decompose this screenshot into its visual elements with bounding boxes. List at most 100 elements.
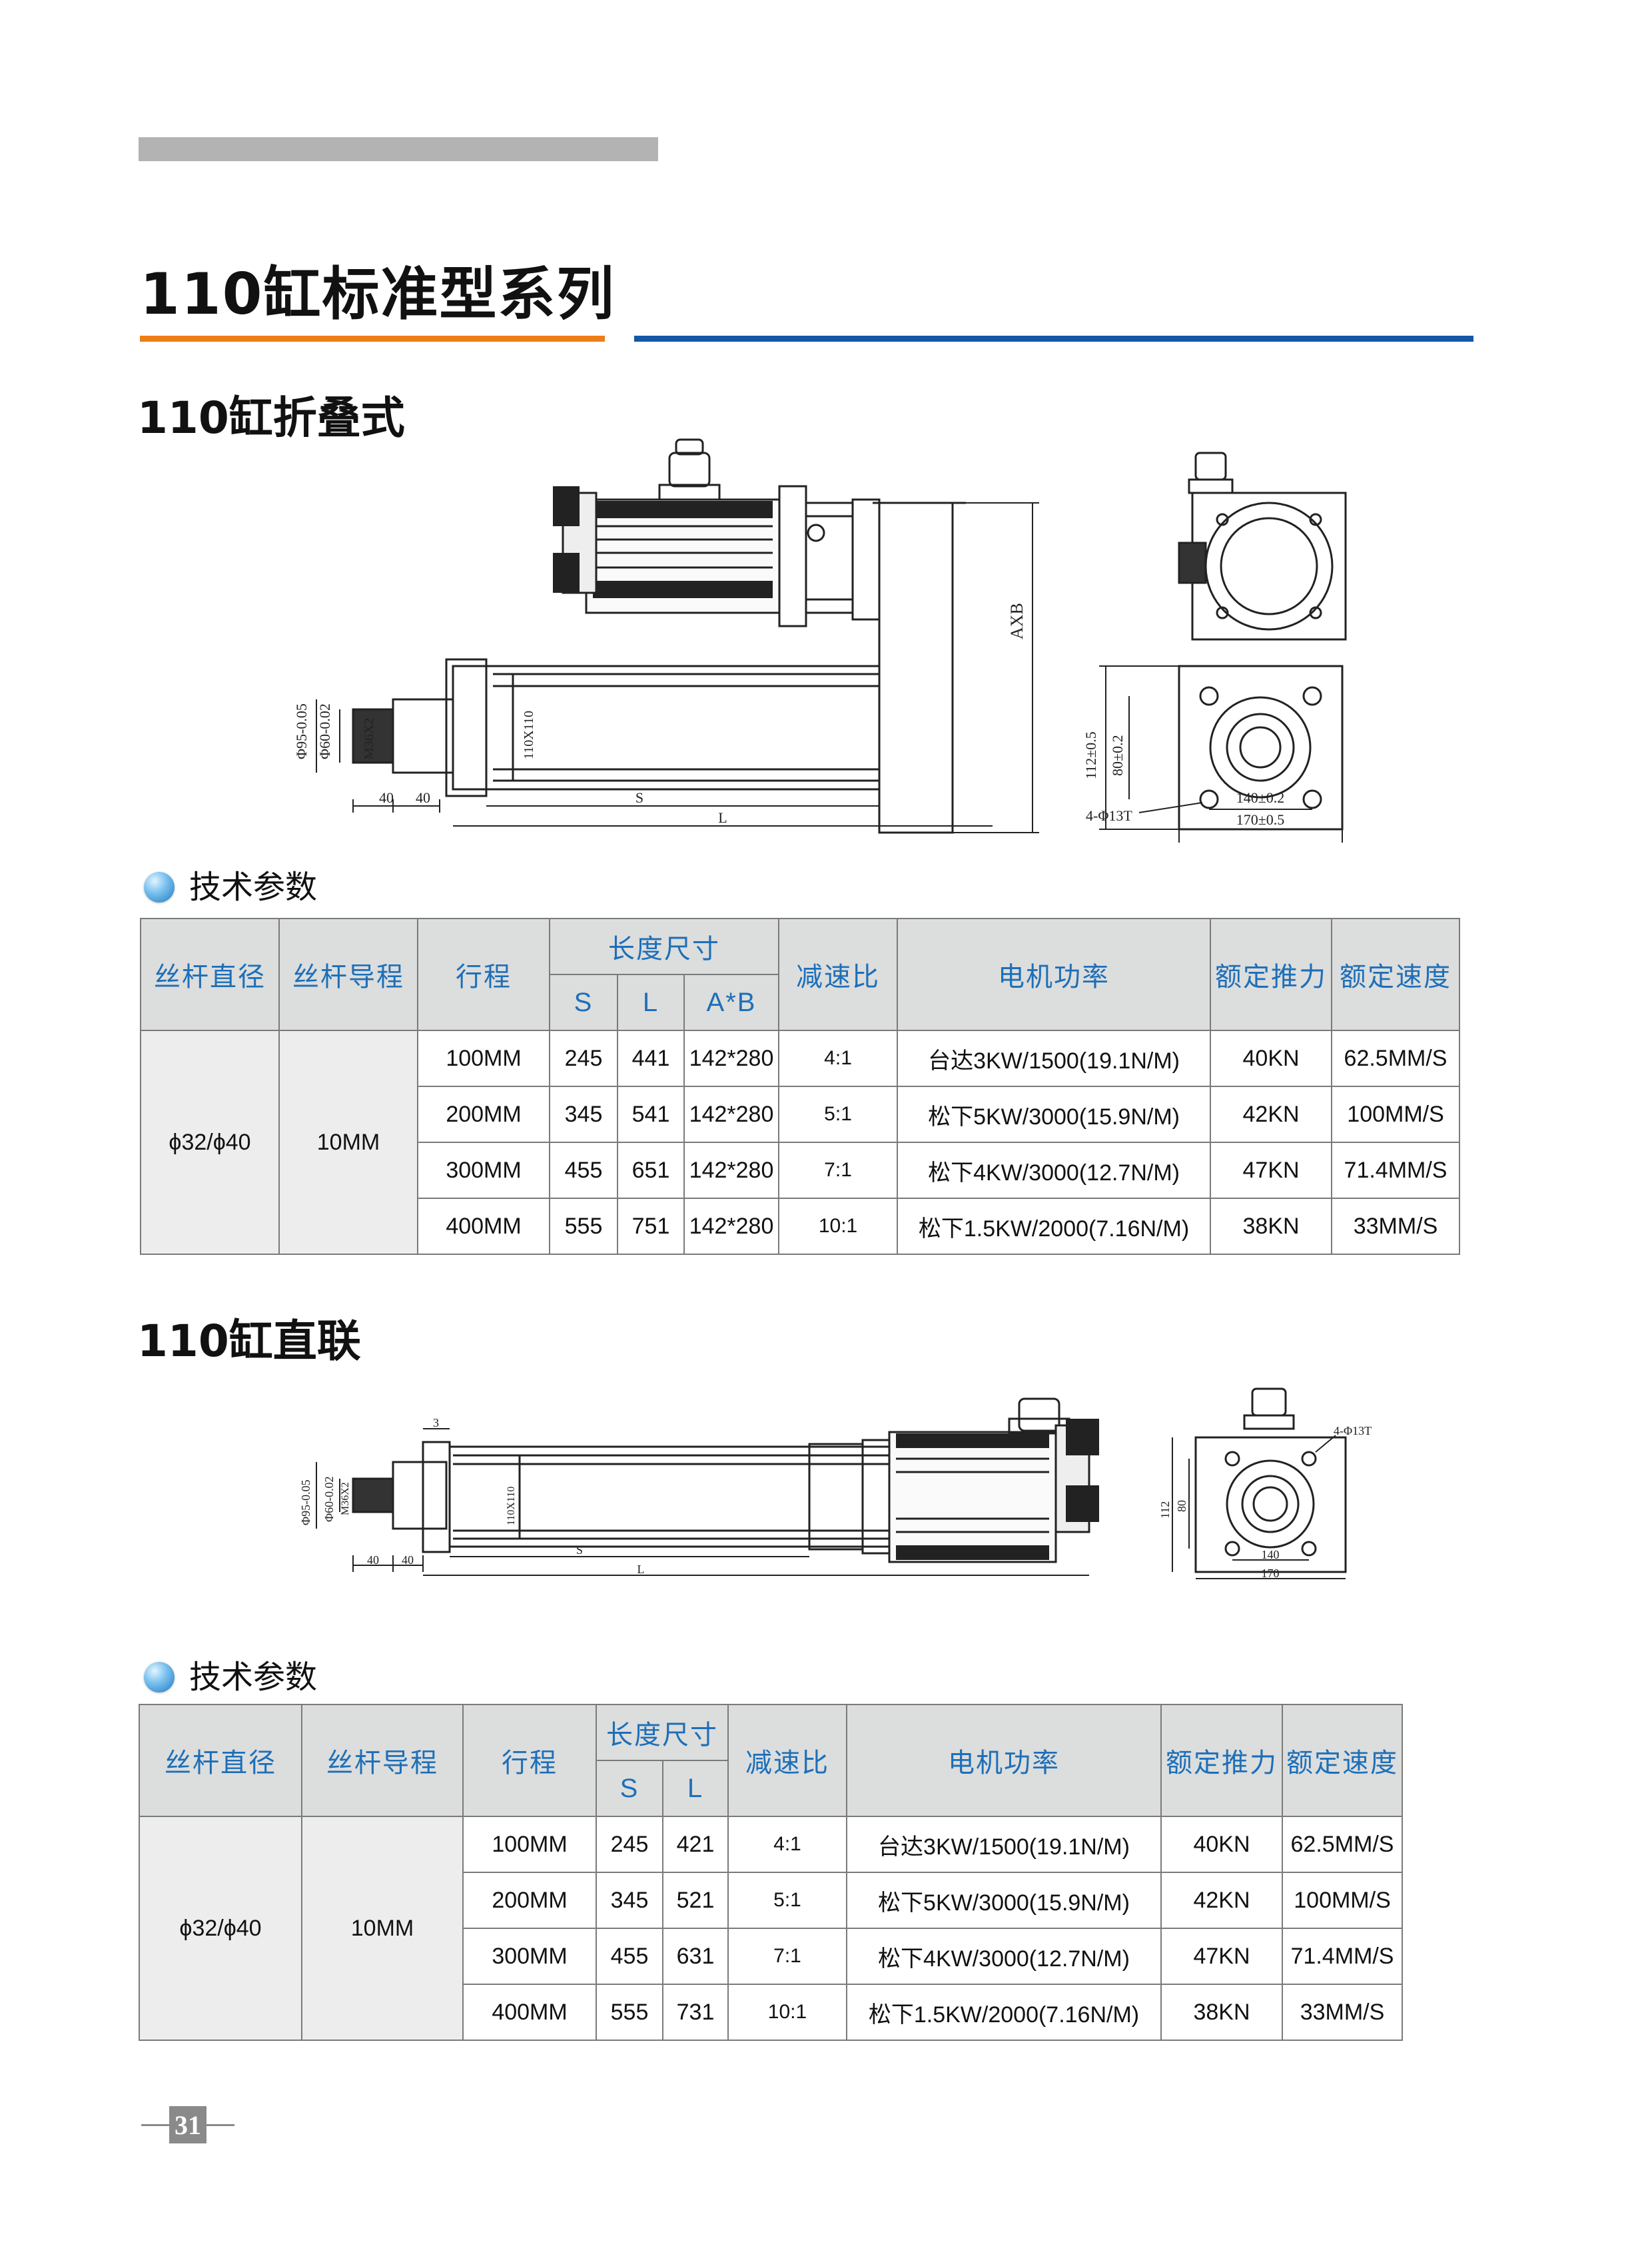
cell-screw-dia: ϕ32/ϕ40 [139,1816,302,2041]
params-heading-1: 技术参数 [144,867,317,907]
header-l: L [662,1760,729,1817]
cell-ratio: 5:1 [727,1872,847,1929]
cell-speed: 71.4MM/S [1331,1142,1461,1199]
dim-axb-label: AXB [1007,603,1027,639]
dim-170-label: 170±0.5 [1236,811,1285,828]
cell-stroke: 300MM [462,1928,597,1985]
dim-dia60-label-2: Φ60-0.02 [322,1476,336,1522]
header-length: 长度尺寸 [596,1704,729,1761]
cell-s: 245 [596,1816,663,1873]
page-title: 110缸标准型系列 [140,261,616,328]
dim-80-label-2: 80 [1175,1500,1188,1512]
header-length: 长度尺寸 [548,918,780,975]
header-s: S [549,974,618,1031]
table-row: 200MM 345 521 5:1 松下5KW/3000(15.9N/M) 42… [139,1872,1403,1929]
dim-dia95-label-2: Φ95-0.05 [299,1479,312,1525]
header-s: S [596,1760,663,1817]
cell-motor: 台达3KW/1500(19.1N/M) [846,1816,1162,1873]
cell-stroke: 400MM [462,1984,597,2041]
cell-thrust: 47KN [1160,1928,1283,1985]
dim-3-label: 3 [433,1416,439,1429]
cell-ratio: 10:1 [778,1198,899,1255]
cell-speed: 100MM/S [1331,1086,1461,1143]
header-screw-lead: 丝杆导程 [278,918,418,1031]
dim-m36-label: M36X2 [362,718,376,759]
cell-speed: 71.4MM/S [1282,1928,1403,1985]
header-axb: A*B [683,974,780,1031]
cell-stroke: 200MM [462,1872,597,1929]
cell-thrust: 38KN [1160,1984,1283,2041]
bullet-icon [144,1662,175,1692]
cell-ratio: 7:1 [727,1928,847,1985]
spec-table-folding: 丝杆直径 丝杆导程 行程 长度尺寸 减速比 电机功率 额定推力 额定速度 S L… [140,918,1461,1255]
header-ratio: 减速比 [727,1704,847,1817]
folding-actuator-end-drawing: 112±0.5 80±0.2 140±0.2 170±0.5 4-Φ13T [1082,452,1347,843]
page-number: 31 [169,2106,206,2143]
cell-stroke: 100MM [462,1816,597,1873]
cell-thrust: 47KN [1210,1142,1333,1199]
cell-ratio: 4:1 [727,1816,847,1873]
dim-s-label: S [635,789,643,806]
cell-screw-lead: 10MM [301,1816,464,2041]
cell-stroke: 200MM [417,1086,550,1143]
table-row: 200MM 345 541 142*280 5:1 松下5KW/3000(15.… [141,1086,1461,1143]
header-stroke: 行程 [462,1704,597,1817]
cell-s: 455 [596,1928,663,1985]
dim-140-label-2: 140 [1262,1548,1280,1561]
header-speed: 额定速度 [1282,1704,1403,1817]
cell-stroke: 400MM [417,1198,550,1255]
cell-screw-lead: 10MM [278,1030,418,1255]
header-stroke: 行程 [417,918,550,1031]
cell-l: 441 [617,1030,685,1087]
section-title-folding: 110缸折叠式 [137,392,405,444]
cell-motor: 松下1.5KW/2000(7.16N/M) [846,1984,1162,2041]
bullet-icon [144,872,175,903]
direct-actuator-side-drawing: 3 Φ95-0.05 Φ60-0.02 M36X2 110X110 40 40 … [299,1397,1099,1576]
dim-tube-label-2: 110X110 [506,1487,517,1525]
dim-tube-label: 110X110 [522,711,536,759]
cell-thrust: 42KN [1210,1086,1333,1143]
dim-40b-label: 40 [416,789,430,806]
cell-stroke: 300MM [417,1142,550,1199]
dim-dia95-label: Φ95-0.05 [293,703,310,759]
cell-speed: 62.5MM/S [1331,1030,1461,1087]
dim-holes-label-2: 4-Φ13T [1334,1424,1372,1437]
header-gray-bar [139,137,658,161]
dim-112-label-2: 112 [1158,1501,1172,1519]
page-number-rule-right [206,2124,234,2126]
table-row: 300MM 455 631 7:1 松下4KW/3000(12.7N/M) 47… [139,1928,1403,1985]
cell-s: 555 [549,1198,618,1255]
dim-l-label-2: L [637,1563,645,1576]
header-screw-dia: 丝杆直径 [139,1704,302,1817]
folding-actuator-side-drawing: AXB Φ95-0.05 Φ60-0.02 M36X2 110X110 40 4… [293,438,1039,834]
cell-l: 651 [617,1142,685,1199]
cell-l: 631 [662,1928,729,1985]
cell-speed: 100MM/S [1282,1872,1403,1929]
header-speed: 额定速度 [1331,918,1461,1031]
cell-motor: 松下5KW/3000(15.9N/M) [897,1086,1212,1143]
dim-40a-label-2: 40 [367,1553,379,1567]
params-heading-text: 技术参数 [189,1659,318,1696]
cell-s: 455 [549,1142,618,1199]
spec-table-direct: 丝杆直径 丝杆导程 行程 长度尺寸 减速比 电机功率 额定推力 额定速度 S L… [139,1704,1403,2041]
header-l: L [617,974,685,1031]
header-thrust: 额定推力 [1160,1704,1283,1817]
cell-s: 345 [549,1086,618,1143]
dim-l-label: L [718,809,727,826]
cell-thrust: 38KN [1210,1198,1333,1255]
table-row: 400MM 555 751 142*280 10:1 松下1.5KW/2000(… [141,1198,1461,1255]
header-thrust: 额定推力 [1210,918,1333,1031]
header-screw-lead: 丝杆导程 [301,1704,464,1817]
cell-axb: 142*280 [683,1142,780,1199]
cell-axb: 142*280 [683,1086,780,1143]
header-motor: 电机功率 [846,1704,1162,1817]
title-underline-orange [140,336,605,342]
cell-axb: 142*280 [683,1030,780,1087]
cell-l: 421 [662,1816,729,1873]
cell-ratio: 4:1 [778,1030,899,1087]
table-row: ϕ32/ϕ40 10MM 100MM 245 441 142*280 4:1 台… [140,1030,1461,1255]
params-heading-2: 技术参数 [144,1657,317,1697]
cell-l: 541 [617,1086,685,1143]
params-heading-text: 技术参数 [189,869,318,906]
cell-thrust: 40KN [1160,1816,1283,1873]
